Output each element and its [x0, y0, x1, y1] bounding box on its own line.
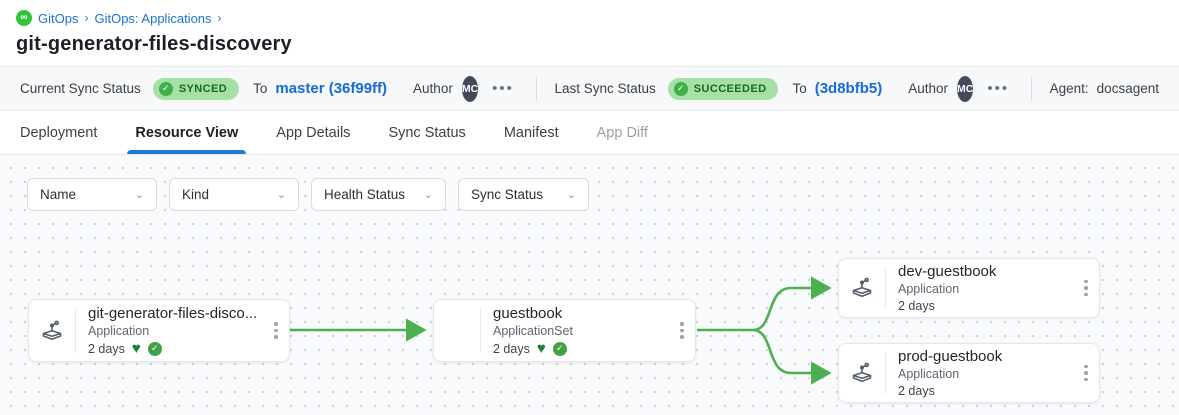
- current-more-button[interactable]: •••: [492, 80, 514, 97]
- tab-app-diff: App Diff: [596, 124, 648, 141]
- node-title: git-generator-files-disco...: [88, 305, 258, 322]
- tab-manifest[interactable]: Manifest: [503, 124, 559, 141]
- filter-kind[interactable]: Kind ⌄: [169, 178, 299, 211]
- edge-to-prod-guestbook: [752, 328, 832, 385]
- chevron-down-icon: ⌄: [134, 189, 144, 201]
- current-revision-link[interactable]: master (36f99ff): [275, 80, 388, 97]
- breadcrumb-separator: ›: [84, 11, 89, 25]
- argo-application-icon: [839, 274, 885, 302]
- last-to-label: To: [792, 81, 807, 96]
- last-more-button[interactable]: •••: [987, 80, 1010, 97]
- breadcrumb-separator: ›: [217, 11, 222, 25]
- page-header: ∞ GitOps › GitOps: Applications › git-ge…: [0, 0, 1179, 66]
- synced-check-icon: ✓: [552, 341, 567, 356]
- check-circle-icon: ✓: [673, 81, 688, 96]
- current-sync-status-badge: ✓ SYNCED: [152, 77, 240, 100]
- node-body: guestbook ApplicationSet 2 days ♥ ✓: [481, 297, 669, 364]
- chevron-down-icon: ⌄: [276, 189, 286, 201]
- tab-resource-view[interactable]: Resource View: [127, 111, 247, 154]
- last-sync-status-label: Last Sync Status: [554, 81, 656, 96]
- graph-node-guestbook[interactable]: guestbook ApplicationSet 2 days ♥ ✓: [433, 299, 696, 362]
- node-kind: Application: [88, 324, 150, 338]
- chevron-down-icon: ⌄: [423, 189, 433, 201]
- filter-health-status-label: Health Status: [324, 187, 406, 202]
- divider: [535, 76, 537, 101]
- current-to-label: To: [253, 81, 268, 96]
- filter-name-label: Name: [40, 187, 77, 202]
- divider: [75, 308, 76, 353]
- current-sync-status-value: SYNCED: [178, 82, 228, 95]
- node-kind: ApplicationSet: [493, 324, 573, 338]
- edge-to-dev-guestbook: [752, 276, 832, 332]
- tab-app-details[interactable]: App Details: [276, 124, 351, 141]
- check-circle-icon: ✓: [158, 81, 173, 96]
- synced-check-icon: ✓: [147, 341, 162, 356]
- last-revision-link[interactable]: (3d8bfb5): [814, 80, 883, 97]
- tab-deployment[interactable]: Deployment: [20, 124, 98, 141]
- node-body: git-generator-files-disco... Application…: [76, 297, 263, 364]
- agent-value: docsagent: [1096, 81, 1159, 96]
- breadcrumb-link-applications[interactable]: GitOps: Applications: [94, 10, 212, 26]
- filter-bar: Name ⌄ Kind ⌄ Health Status ⌄ Sync Statu…: [27, 178, 589, 211]
- filter-name[interactable]: Name ⌄: [27, 178, 157, 211]
- page-title: git-generator-files-discovery: [16, 33, 292, 55]
- divider: [885, 352, 886, 394]
- last-author-avatar: MC: [957, 75, 974, 102]
- divider: [480, 308, 481, 353]
- argo-application-icon: [29, 317, 75, 345]
- current-author-avatar: MC: [461, 75, 479, 102]
- node-age: 2 days: [898, 299, 935, 313]
- gitops-logo-icon: ∞: [16, 10, 32, 26]
- node-body: prod-guestbook Application 2 days: [886, 340, 1073, 406]
- node-age: 2 days: [493, 341, 530, 356]
- node-kind: Application: [898, 282, 960, 296]
- current-sync-status-label: Current Sync Status: [20, 81, 141, 96]
- sync-status-bar: Current Sync Status ✓ SYNCED To master (…: [0, 66, 1179, 111]
- divider: [1031, 76, 1032, 101]
- node-menu-button[interactable]: [669, 322, 695, 339]
- divider: [885, 267, 886, 309]
- breadcrumb: ∞ GitOps › GitOps: Applications ›: [16, 10, 1163, 26]
- node-title: dev-guestbook: [898, 263, 997, 280]
- breadcrumb-link-gitops[interactable]: GitOps: [38, 10, 79, 26]
- filter-sync-status[interactable]: Sync Status ⌄: [458, 178, 589, 211]
- health-heart-icon: ♥: [536, 340, 546, 357]
- last-sync-status-value: SUCCEEDED: [693, 82, 767, 95]
- resource-graph-canvas: Name ⌄ Kind ⌄ Health Status ⌄ Sync Statu…: [0, 155, 1179, 415]
- graph-node-prod-guestbook[interactable]: prod-guestbook Application 2 days: [838, 343, 1100, 403]
- last-author-label: Author: [908, 81, 948, 96]
- node-menu-button[interactable]: [1073, 364, 1099, 382]
- node-body: dev-guestbook Application 2 days: [886, 255, 1073, 321]
- health-heart-icon: ♥: [131, 340, 141, 357]
- filter-sync-status-label: Sync Status: [471, 187, 544, 202]
- node-age: 2 days: [88, 341, 125, 356]
- graph-node-git-generator[interactable]: git-generator-files-disco... Application…: [28, 299, 290, 362]
- node-title: prod-guestbook: [898, 348, 1003, 365]
- current-author-label: Author: [413, 81, 453, 96]
- chevron-down-icon: ⌄: [566, 189, 576, 201]
- node-menu-button[interactable]: [1073, 279, 1099, 297]
- filter-health-status[interactable]: Health Status ⌄: [311, 178, 446, 211]
- argo-application-icon: [839, 359, 885, 387]
- node-kind: Application: [898, 367, 960, 381]
- graph-node-dev-guestbook[interactable]: dev-guestbook Application 2 days: [838, 258, 1100, 318]
- last-sync-status-badge: ✓ SUCCEEDED: [667, 77, 779, 100]
- tab-bar: Deployment Resource View App Details Syn…: [0, 111, 1179, 155]
- node-age: 2 days: [898, 384, 935, 398]
- node-title: guestbook: [493, 305, 563, 322]
- node-menu-button[interactable]: [263, 322, 289, 339]
- agent-label: Agent:: [1049, 81, 1089, 96]
- tab-sync-status[interactable]: Sync Status: [388, 124, 466, 141]
- filter-kind-label: Kind: [182, 187, 210, 202]
